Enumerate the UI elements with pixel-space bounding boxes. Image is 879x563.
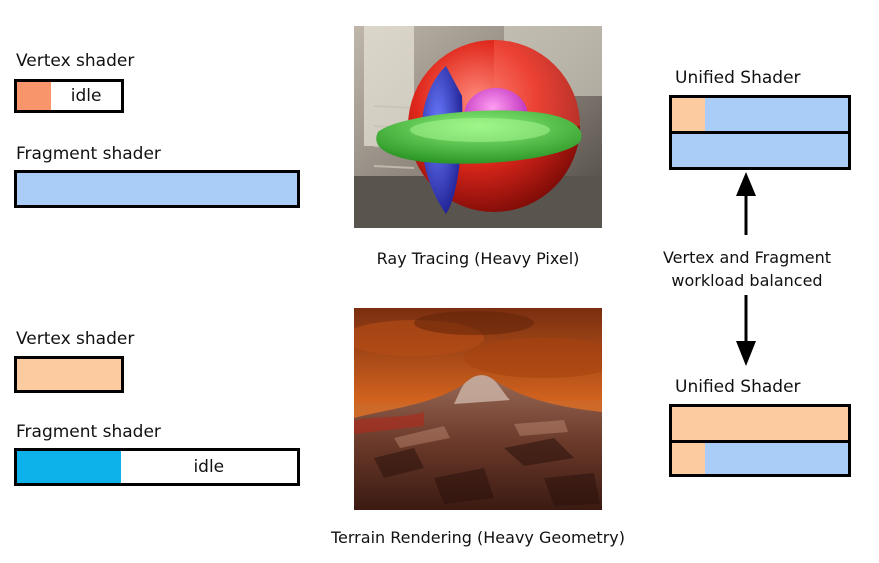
- balance-note-line-2: workload balanced: [671, 271, 823, 290]
- top-unified-row-1: [669, 95, 851, 134]
- top-vertex-busy-fill: [17, 82, 52, 110]
- bottom-unified-row-2: [669, 440, 851, 477]
- bottom-vertex-shader-bar: [14, 356, 124, 393]
- bottom-vertex-label: Vertex shader: [16, 329, 135, 349]
- down-arrow-icon: [736, 295, 756, 366]
- top-fragment-label: Fragment shader: [16, 144, 161, 164]
- bottom-vertex-busy-fill: [17, 359, 121, 390]
- top-vertex-shader-bar: idle: [14, 79, 124, 113]
- top-caption: Ray Tracing (Heavy Pixel): [376, 249, 580, 268]
- bottom-fragment-label: Fragment shader: [16, 422, 161, 442]
- top-unified-row-1-fragment-fill: [705, 98, 848, 131]
- bottom-unified-row-1-vertex-fill: [672, 407, 848, 440]
- top-fragment-busy-fill: [17, 173, 297, 205]
- bottom-unified-row-2-vertex-fill: [672, 443, 706, 474]
- bottom-fragment-idle-label: idle: [193, 457, 225, 477]
- top-vertex-label: Vertex shader: [16, 51, 135, 71]
- top-vertex-idle-label: idle: [70, 86, 102, 106]
- bottom-fragment-busy-fill: [17, 451, 121, 483]
- balance-note-line-1: Vertex and Fragment: [662, 248, 832, 267]
- bottom-unified-row-1: [669, 404, 851, 443]
- bottom-caption: Terrain Rendering (Heavy Geometry): [330, 528, 625, 547]
- terrain-mountain-image: [354, 308, 602, 510]
- top-unified-row-2: [669, 131, 851, 170]
- top-fragment-shader-bar: [14, 170, 300, 208]
- top-unified-row-1-vertex-fill: [672, 98, 706, 131]
- ray-traced-sphere-image: [354, 26, 602, 228]
- bottom-fragment-shader-bar: idle: [14, 448, 300, 486]
- top-unified-label: Unified Shader: [675, 68, 801, 88]
- top-unified-row-2-fragment-fill: [672, 134, 848, 167]
- up-arrow-icon: [736, 172, 756, 235]
- bottom-unified-label: Unified Shader: [675, 377, 801, 397]
- bottom-unified-row-2-fragment-fill: [705, 443, 848, 474]
